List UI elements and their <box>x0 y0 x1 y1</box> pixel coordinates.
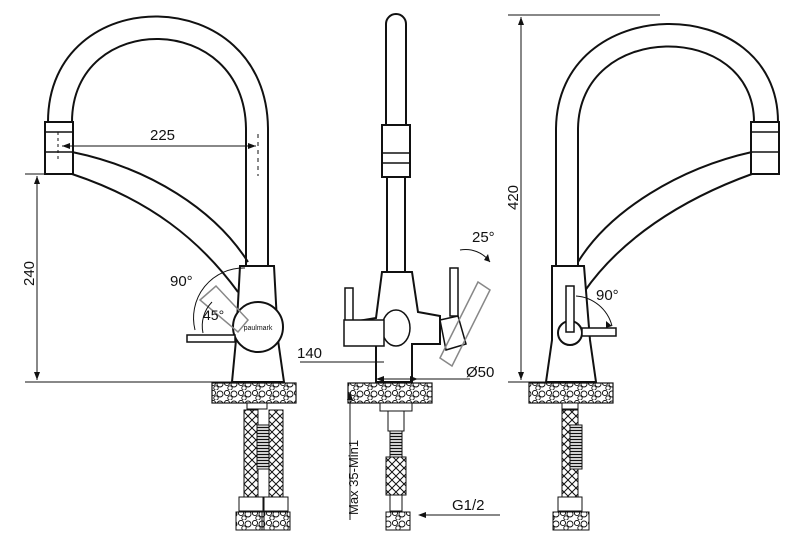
diameter-label-50: Ø50 <box>466 364 494 381</box>
thread-label: G1/2 <box>452 497 485 514</box>
angle-label-90-left: 90° <box>170 273 193 290</box>
center-front-view <box>300 13 500 531</box>
dimension-label-140: 140 <box>297 345 322 362</box>
angle-label-90-right: 90° <box>596 287 619 304</box>
dimension-label-225: 225 <box>150 127 175 144</box>
dimension-label-240: 240 <box>21 261 38 286</box>
dimension-label-420: 420 <box>505 185 522 210</box>
brand-logo: paulmark <box>244 325 273 332</box>
left-side-view: paulmark <box>25 15 297 531</box>
angle-label-25: 25° <box>472 229 495 246</box>
right-side-view <box>508 14 780 531</box>
angle-label-45: 45° <box>203 307 224 323</box>
thickness-label: Max 35-Min1 <box>346 440 361 515</box>
